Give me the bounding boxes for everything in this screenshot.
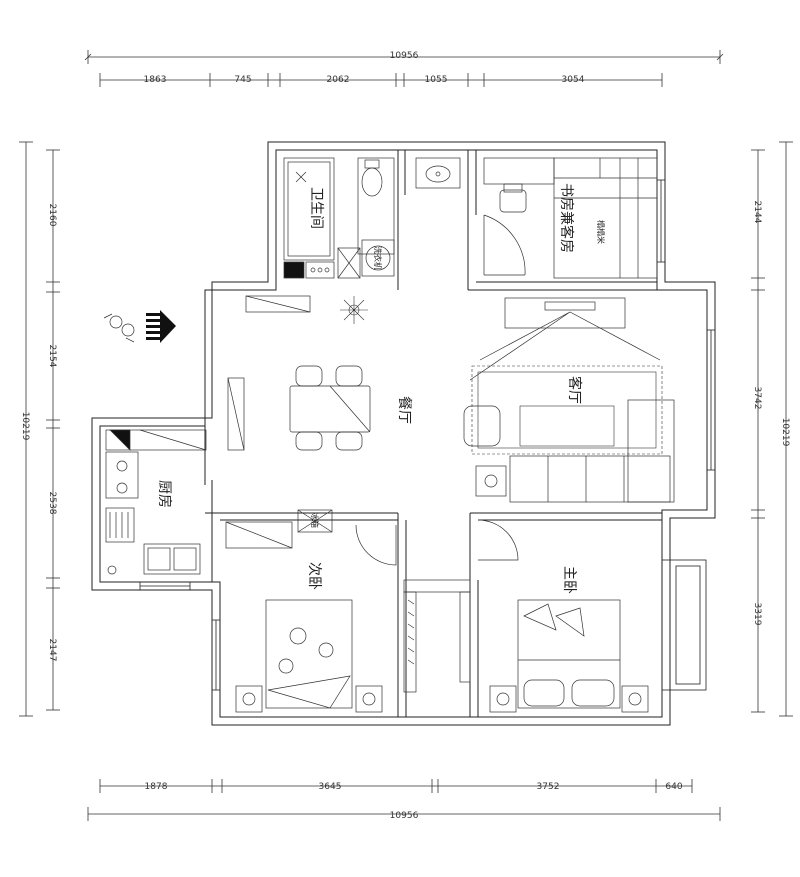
bottom-dimension-1: 1878 [145,782,168,792]
study-furniture [483,157,658,279]
tatami-label: 榻榻米 [596,220,606,244]
entrance-arrow-icon [146,310,176,343]
top-dimension-2: 745 [234,75,251,85]
right-dimension-3: 3319 [752,603,762,626]
left-dimension-3: 2538 [47,492,57,515]
interior-walls [204,150,665,717]
kitchen-label: 厨房 [156,480,172,508]
right-dimension-1: 2144 [752,201,762,224]
left-dimension-4: 2147 [47,639,57,662]
shoe-icon [103,313,135,343]
right-dimension-lines [751,141,793,717]
master-bedroom-label: 主卧 [561,566,577,594]
study-guest-label: 书房兼客房 [558,183,575,253]
entry-cabinet [227,295,311,451]
living-label: 客厅 [566,376,583,404]
right-dimension-2: 3742 [752,387,762,410]
second-bedroom-label: 次卧 [306,562,322,590]
plant-icon [340,296,368,324]
bottom-total-dimension: 10956 [390,811,419,821]
bottom-dimension-4: 640 [665,782,682,792]
bathroom-fixtures [283,157,395,279]
top-dimension-5: 3054 [562,75,585,85]
dining-table [289,365,371,451]
top-dimension-lines [84,50,724,87]
top-dimension-3: 2062 [327,75,350,85]
left-dimension-lines [19,141,60,717]
bottom-dimension-lines [87,779,721,821]
left-dimension-2: 2154 [47,345,57,368]
sofa [463,399,675,503]
top-dimension-4: 1055 [425,75,448,85]
left-dimension-1: 2160 [47,204,57,227]
top-total-dimension: 10956 [390,51,419,61]
fridge-label: 冰箱 [310,512,320,528]
wardrobe [403,519,519,693]
washer-label: 洗衣机 [373,246,383,270]
second-bedroom-furniture [225,509,397,713]
windows [139,179,715,691]
wash-basin [415,157,461,189]
bottom-dimension-2: 3645 [319,782,342,792]
living-rug [471,365,663,455]
top-dimension-1: 1863 [144,75,167,85]
exterior-walls [91,141,716,726]
dining-label: 餐厅 [396,396,412,424]
tv-cabinet [469,297,661,381]
right-total-dimension: 10219 [780,418,790,447]
bathroom-label: 卫生间 [308,187,324,229]
kitchen-fixtures [105,429,207,575]
bottom-dimension-3: 3752 [537,782,560,792]
left-total-dimension: 10219 [20,412,30,441]
master-bedroom-furniture [489,599,649,713]
